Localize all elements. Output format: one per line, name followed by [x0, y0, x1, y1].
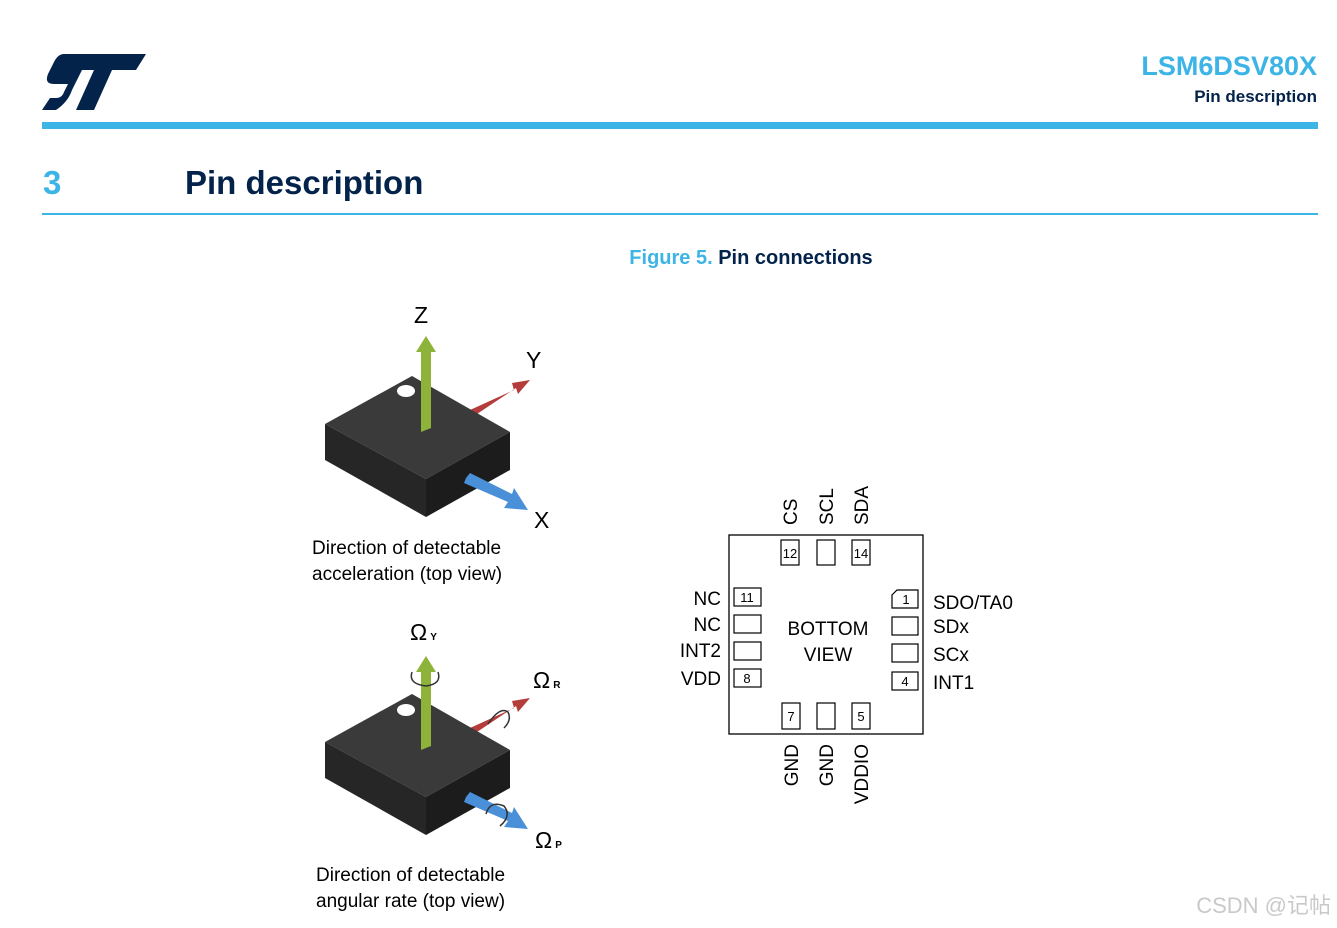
pad-left-10 [733, 614, 762, 634]
pin-label-gnd-1: GND [782, 744, 803, 786]
header-rule [42, 122, 1318, 129]
package-outline [728, 534, 924, 735]
pad-left-11 [733, 587, 762, 607]
pin-label-scl: SCL [817, 488, 838, 525]
pin-label-cs: CS [781, 499, 802, 525]
figure-title: Pin connections [718, 247, 873, 269]
gyro-chip [325, 694, 510, 835]
pad-number-1: 1 [902, 592, 909, 607]
pin1-dot [397, 704, 415, 716]
pin-label-int1: INT1 [933, 673, 974, 694]
section-rule [42, 213, 1318, 215]
package-center-line2: VIEW [804, 645, 853, 666]
accel-z-arrow [416, 336, 436, 432]
pad-number-11: 11 [740, 590, 754, 605]
accel-x-arrow [464, 473, 528, 510]
pad-right-1 [891, 589, 919, 609]
accel-x-label: X [534, 507, 549, 533]
pad-top-14 [851, 539, 871, 566]
pad-bottom-7 [781, 702, 801, 730]
pin-label-nc-2: NC [694, 615, 721, 636]
pad-number-8: 8 [743, 671, 750, 686]
section-number: 3 [43, 164, 62, 201]
accel-caption-line2: acceleration (top view) [312, 564, 502, 585]
pad-left-8 [733, 668, 762, 688]
gyro-p-arrow [464, 792, 528, 829]
pad-bottom-6 [816, 702, 836, 730]
document-subtitle: Pin description [1194, 87, 1317, 106]
pad-number-12: 12 [783, 546, 797, 561]
pin-label-nc-1: NC [694, 589, 721, 610]
pin-label-sdx: SDx [933, 617, 969, 638]
document-title: LSM6DSV80X [1141, 51, 1317, 81]
accel-device-group: Z Y X Direction of detectable accelerati… [312, 302, 549, 585]
section-title: Pin description [185, 164, 424, 201]
pad-bottom-5 [851, 702, 871, 730]
pad-left-9 [733, 641, 762, 661]
pin-label-int2: INT2 [680, 641, 721, 662]
gyro-y-arrow [410, 656, 440, 750]
package-outline-group: BOTTOM VIEW 12 14 CS SCL SDA 11 8 NC NC … [680, 486, 1013, 805]
pad-number-7: 7 [787, 709, 794, 724]
accel-y-label: Y [526, 347, 541, 373]
pad-top-13 [816, 539, 836, 566]
watermark: CSDN @记帖 [1196, 893, 1331, 918]
pin-label-scx: SCx [933, 645, 969, 666]
pin-label-sda: SDA [852, 486, 873, 525]
pad-right-2 [891, 616, 919, 636]
pin-label-vdd: VDD [681, 669, 721, 690]
pin1-dot [397, 385, 415, 397]
pin-label-sdo-ta0: SDO/TA0 [933, 593, 1013, 614]
gyro-caption-line1: Direction of detectable [316, 865, 505, 886]
pad-number-14: 14 [854, 546, 868, 561]
pad-number-5: 5 [857, 709, 864, 724]
pin-label-vddio: VDDIO [852, 744, 873, 804]
accel-z-label: Z [414, 302, 428, 328]
pad-right-3 [891, 643, 919, 663]
gyro-r-arrow [470, 698, 530, 734]
pin-label-gnd-2: GND [817, 744, 838, 786]
gyro-caption-line2: angular rate (top view) [316, 891, 505, 912]
package-center-line1: BOTTOM [788, 619, 869, 640]
figure-caption: Figure 5. Pin connections [0, 247, 1337, 270]
accel-caption-line1: Direction of detectable [312, 538, 501, 559]
pad-right-4 [891, 671, 919, 691]
pad-number-4: 4 [901, 674, 908, 689]
accel-chip [325, 376, 510, 517]
pad-top-12 [780, 539, 800, 566]
figure-number: Figure 5. [629, 247, 713, 269]
st-logo [42, 54, 146, 110]
accel-y-arrow [470, 380, 530, 416]
